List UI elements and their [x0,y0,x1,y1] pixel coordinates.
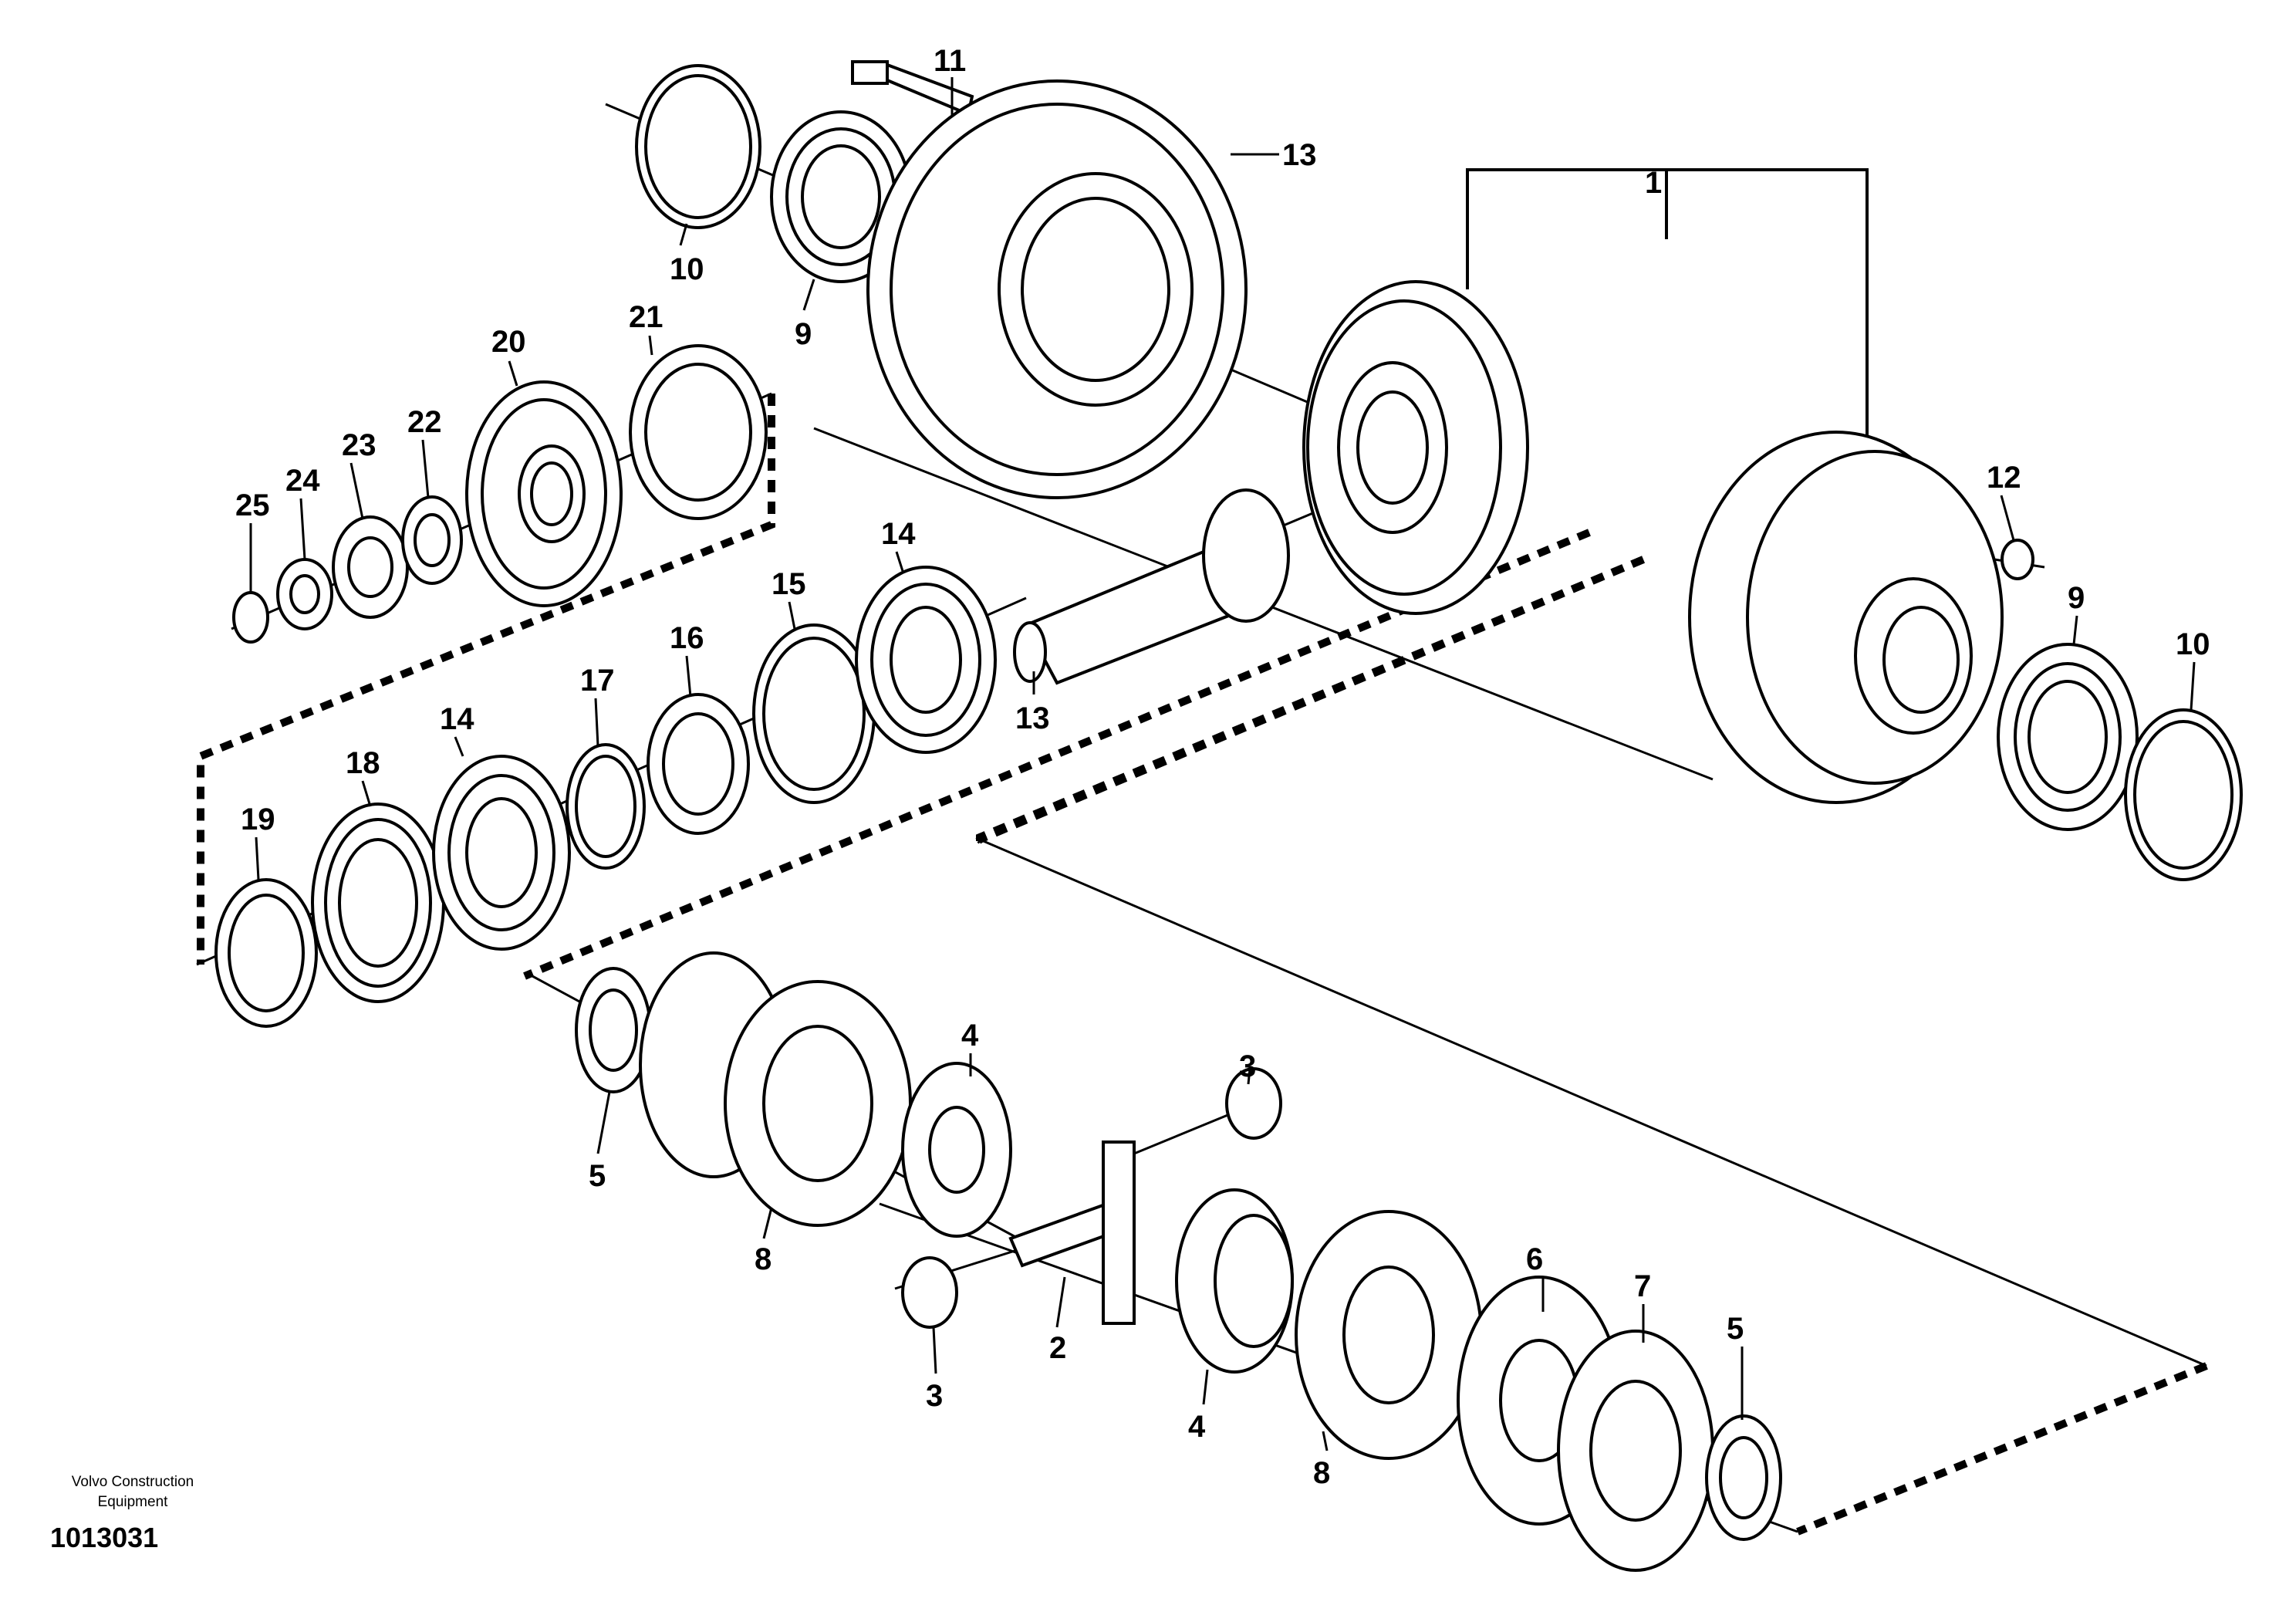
leader-lines [249,77,2196,1451]
callout-14-left: 14 [440,702,474,736]
shim-15 [752,623,876,804]
washer-22 [401,495,463,585]
callout-10-top: 10 [670,252,704,286]
callout-4-right: 4 [1188,1410,1206,1444]
housing-half-right [1688,431,2004,804]
bearing-9-right [1997,643,2139,831]
flange-group [232,344,768,644]
right-bearing-group [1997,643,2243,881]
callout-8-right: 8 [1313,1456,1330,1490]
flange-20 [465,380,623,607]
thrust-washer-5-left [575,967,652,1093]
spider-shaft-2 [1008,1140,1136,1325]
callout-20: 20 [491,325,526,359]
seal-21 [629,344,768,520]
seal-18 [311,803,445,1003]
callout-9-top: 9 [795,317,812,351]
callout-18: 18 [346,746,380,780]
spacer-17 [566,743,646,870]
manufacturer-credit: Volvo Construction Equipment [40,1472,225,1512]
callout-24: 24 [285,464,320,498]
callout-5-left: 5 [589,1159,606,1193]
shim-ring-10-top [635,64,761,229]
callout-4-left: 4 [961,1019,979,1053]
callout-8-left: 8 [755,1242,772,1276]
side-gear-4-right [1175,1188,1294,1374]
callout-12: 12 [1987,461,2021,495]
pinion-gear-3-top [1225,1067,1282,1140]
callout-labels: 11 13 1 10 9 20 21 22 23 24 25 12 9 10 1… [235,44,2210,1490]
circlip-25 [232,591,269,644]
pressure-ring-8-right [1295,1210,1483,1460]
callout-1: 1 [1645,166,1662,200]
nut-24 [276,558,333,630]
callout-9-right: 9 [2068,581,2085,615]
callout-7: 7 [1634,1269,1651,1303]
callout-22: 22 [407,405,442,439]
differential-housing-1 [1302,280,2034,804]
callout-11: 11 [934,44,966,78]
housing-half-left [1302,280,1529,615]
credit-line-2: Equipment [97,1494,168,1510]
disc-7 [1557,1330,1714,1572]
callout-17: 17 [580,664,615,698]
callout-25: 25 [235,488,270,522]
pressure-ring-8-left [724,980,912,1227]
sleeve-16 [647,693,750,835]
bearing-14-left [432,755,571,951]
nut-12 [2001,539,2034,580]
bracket-item-1 [1466,168,1869,459]
seal-19 [214,878,318,1028]
bearing-14-right [855,566,997,754]
callout-19: 19 [241,803,275,836]
pinion-bearing-row [214,566,997,1028]
callout-21: 21 [629,300,663,334]
pinion-13 [1013,488,1290,685]
pinion-gear-3-bottom [901,1256,958,1329]
callout-6: 6 [1526,1242,1543,1276]
drawing-number: 1013031 [50,1522,159,1553]
callout-2: 2 [1049,1331,1066,1365]
callout-5-right: 5 [1727,1312,1744,1346]
side-gear-4-left [901,1062,1012,1238]
callout-13-pinion: 13 [1015,701,1050,735]
thrust-washer-5-right [1705,1414,1782,1541]
callout-23: 23 [342,428,376,462]
credit-line-1: Volvo Construction [71,1474,194,1490]
lock-plate-23 [332,515,409,619]
callout-14-right: 14 [881,517,916,551]
crown-wheel-13 [866,79,1248,499]
callout-10-right: 10 [2176,627,2210,661]
callout-16: 16 [670,621,704,655]
callout-15: 15 [772,567,806,601]
callout-3-bottom: 3 [926,1379,943,1413]
shim-ring-10-right [2124,708,2243,881]
callout-3-top: 3 [1239,1049,1256,1083]
differential-internals [575,951,1782,1572]
callout-13-crown: 13 [1282,138,1317,172]
